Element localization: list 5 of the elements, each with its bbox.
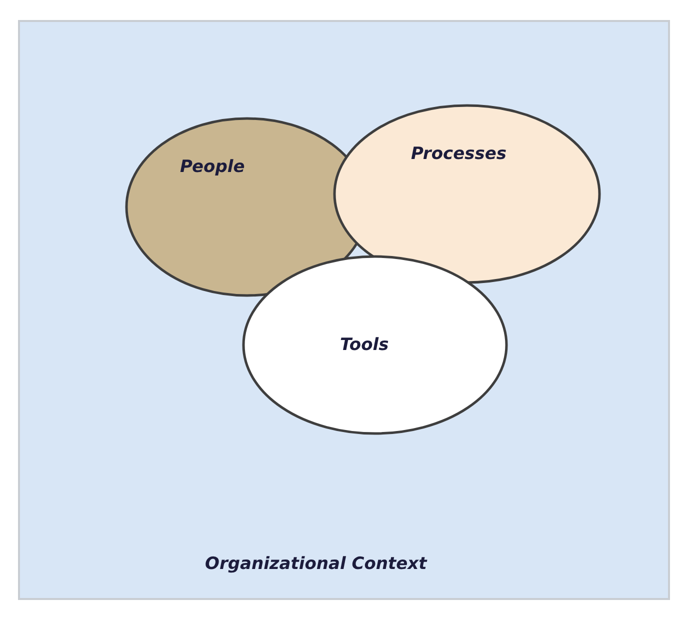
- ellipse-label: Processes: [411, 144, 506, 164]
- ellipse-label: Tools: [340, 335, 389, 355]
- ellipse-label: People: [180, 157, 245, 177]
- context-panel: [18, 20, 670, 600]
- panel-heading: Organizational Context: [205, 554, 427, 574]
